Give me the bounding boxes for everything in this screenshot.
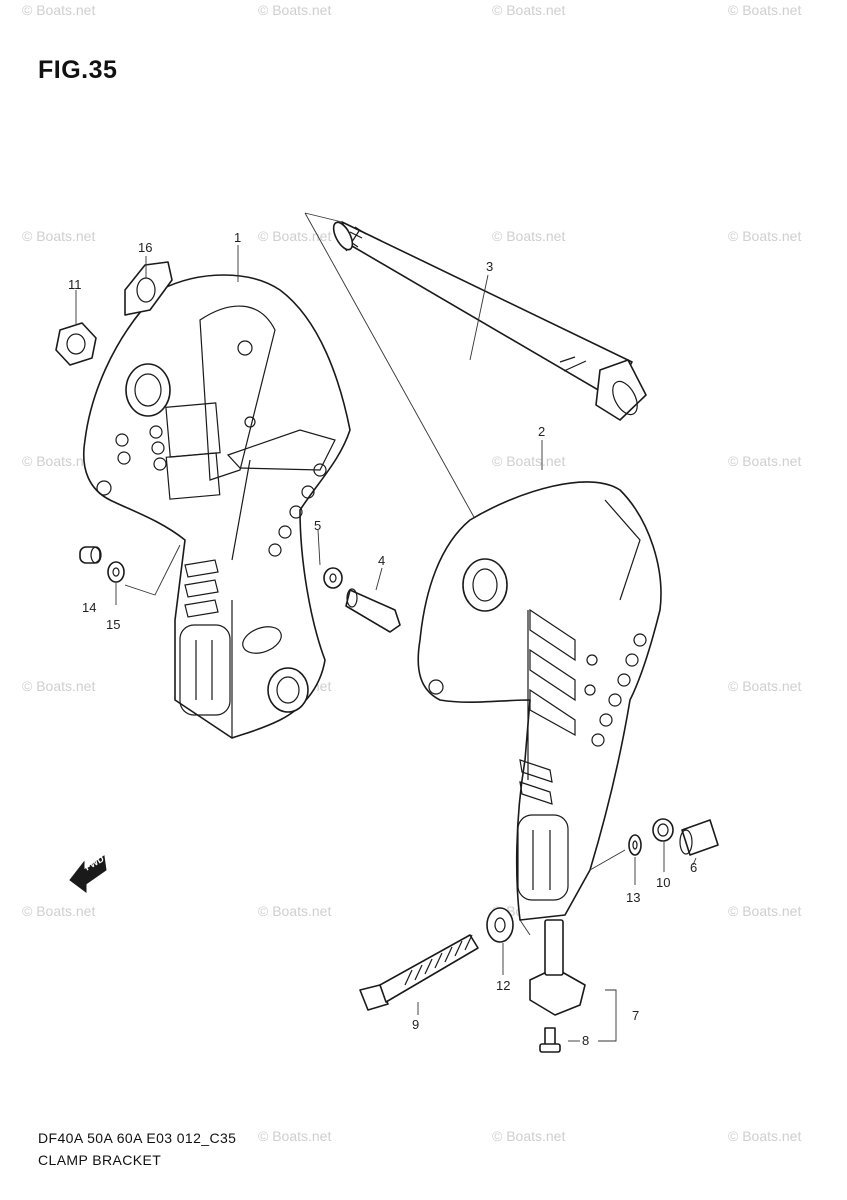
- callout-15[interactable]: 15: [106, 617, 121, 632]
- watermark: © Boats.net: [258, 228, 332, 244]
- washer-part-13: [628, 834, 642, 856]
- pin-part-4: [345, 588, 401, 633]
- watermark: © Boats.net: [258, 2, 332, 18]
- callout-16[interactable]: 16: [138, 240, 153, 255]
- watermark: © Boats.net: [728, 1128, 802, 1144]
- callout-11[interactable]: 11: [68, 277, 82, 292]
- clamp-bracket-part-2: [417, 481, 662, 921]
- bolt-part-9: [359, 934, 479, 1011]
- callout-6[interactable]: 6: [690, 860, 698, 875]
- callout-13[interactable]: 13: [626, 890, 641, 905]
- callout-2[interactable]: 2: [538, 424, 546, 439]
- watermark: © Boats.net: [728, 228, 802, 244]
- watermark: © Boats.net: [492, 2, 566, 18]
- plate-part-16: [124, 261, 173, 316]
- figure-code: DF40A 50A 60A E03 012_C35: [38, 1130, 237, 1146]
- watermark: © Boats.net: [728, 678, 802, 694]
- callout-10[interactable]: 10: [656, 875, 671, 890]
- callout-3[interactable]: 3: [486, 259, 494, 274]
- watermark: © Boats.net: [728, 453, 802, 469]
- figure-name: CLAMP BRACKET: [38, 1152, 162, 1168]
- watermark: © Boats.net: [258, 903, 332, 919]
- watermark: © Boats.net: [728, 903, 802, 919]
- collar-part-6: [679, 819, 719, 856]
- screw-part-8: [539, 1027, 561, 1053]
- watermark: © Boats.net: [22, 228, 96, 244]
- figure-title: FIG.35: [38, 56, 118, 84]
- forward-arrow-icon: [69, 855, 107, 893]
- watermark: © Boats.net: [492, 228, 566, 244]
- nut-part-10: [652, 818, 674, 842]
- watermark: © Boats.net: [22, 903, 96, 919]
- callout-5[interactable]: 5: [314, 518, 322, 533]
- through-bolt-part-3: [332, 221, 647, 421]
- washer-part-12: [486, 907, 514, 943]
- watermark: © Boats.net: [22, 453, 96, 469]
- collar-part-14: [79, 546, 102, 564]
- watermark: © Boats.net: [728, 2, 802, 18]
- watermark: © Boats.net: [22, 2, 96, 18]
- callout-14[interactable]: 14: [82, 600, 97, 615]
- washer-part-5: [323, 567, 343, 589]
- watermark: © Boats.net: [258, 1128, 332, 1144]
- callout-9[interactable]: 9: [412, 1017, 420, 1032]
- callout-8[interactable]: 8: [582, 1033, 590, 1048]
- callout-7[interactable]: 7: [632, 1008, 640, 1023]
- pad-part-7: [529, 919, 586, 1016]
- callout-12[interactable]: 12: [496, 978, 511, 993]
- watermark: © Boats.net: [492, 1128, 566, 1144]
- watermark: © Boats.net: [22, 678, 96, 694]
- washer-part-15: [107, 561, 125, 583]
- watermark: © Boats.net: [492, 453, 566, 469]
- nut-part-11: [55, 322, 97, 366]
- clamp-bracket-part-1: [83, 274, 351, 739]
- callout-4[interactable]: 4: [378, 553, 386, 568]
- callout-1[interactable]: 1: [234, 230, 242, 245]
